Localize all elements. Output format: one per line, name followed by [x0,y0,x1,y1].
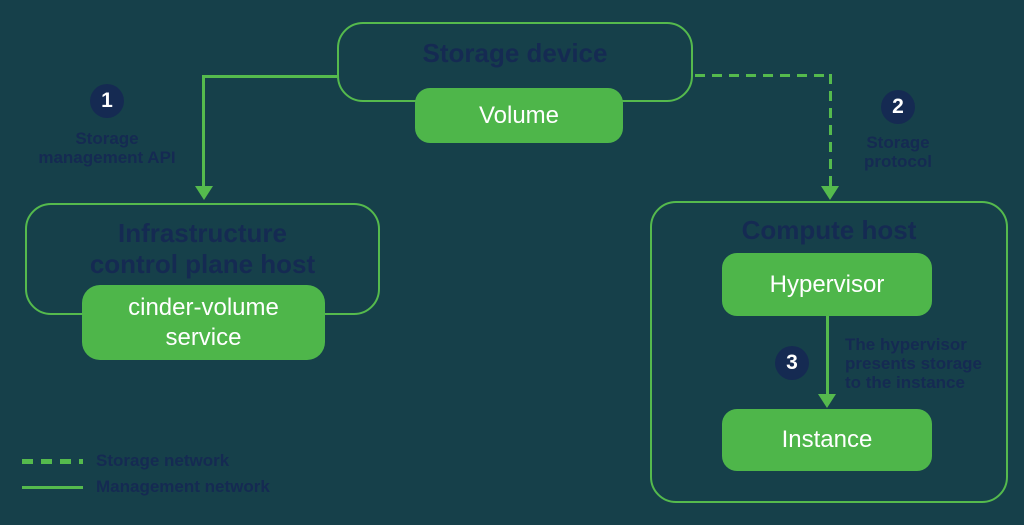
hypervisor-instance-arrowhead-icon [818,394,836,408]
legend-management-network-swatch-icon [22,486,83,489]
hypervisor-node: Hypervisor [722,253,932,316]
compute-host-title: Compute host [741,215,917,245]
step-3-label: The hypervisor presents storage to the i… [845,335,982,392]
hypervisor-instance-line [826,316,829,396]
storage-network-arrowhead-icon [821,186,839,200]
management-network-line-vertical [202,75,205,187]
management-network-line-horizontal [203,75,337,78]
step-2-badge: 2 [881,90,915,124]
instance-label: Instance [781,426,873,453]
compute-host-box: Compute host [650,201,1008,503]
storage-device-title: Storage device [422,38,608,68]
step-1-label: Storage management API [38,129,176,167]
legend-storage-network-label: Storage network [96,451,230,470]
step-2-label: Storage protocol [864,133,932,171]
cinder-volume-service-label: cinder-volume service [128,293,279,351]
storage-network-line-horizontal [695,74,830,77]
legend-storage-network-swatch-icon [22,459,83,464]
cinder-volume-service-node: cinder-volume service [82,285,325,360]
step-3-badge: 3 [775,346,809,380]
infrastructure-control-plane-host-title: Infrastructure control plane host [89,218,316,279]
management-network-arrowhead-icon [195,186,213,200]
instance-node: Instance [722,409,932,471]
legend-management-network-label: Management network [96,477,270,496]
infrastructure-control-plane-host-box: Infrastructure control plane host [25,203,380,315]
volume-node: Volume [415,88,623,143]
volume-label: Volume [478,101,560,129]
step-1-badge: 1 [90,84,124,118]
storage-network-line-vertical [829,74,832,187]
hypervisor-label: Hypervisor [769,270,885,298]
